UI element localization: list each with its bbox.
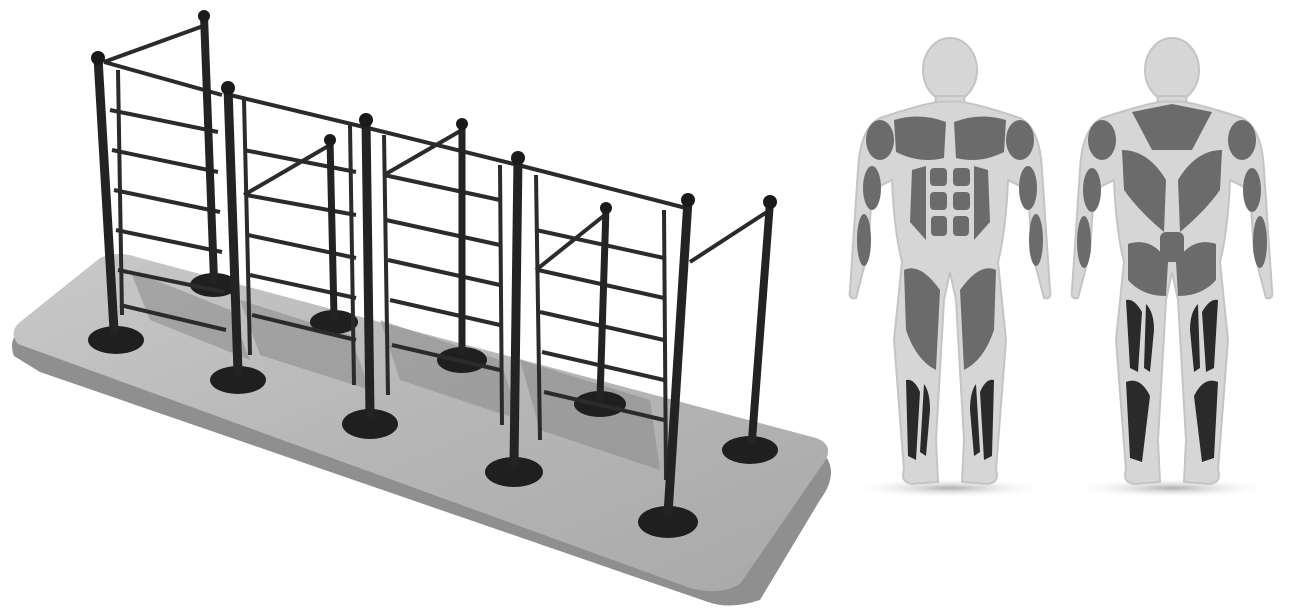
post: [330, 140, 334, 316]
post: [600, 208, 606, 398]
exercise-equipment: [12, 10, 831, 606]
post: [366, 120, 370, 414]
anatomy-back-figure: [1072, 38, 1273, 498]
post: [514, 158, 518, 464]
post-caps: [91, 10, 777, 214]
post: [204, 16, 214, 280]
post: [752, 202, 770, 440]
anatomy-front-figure: [850, 38, 1051, 498]
